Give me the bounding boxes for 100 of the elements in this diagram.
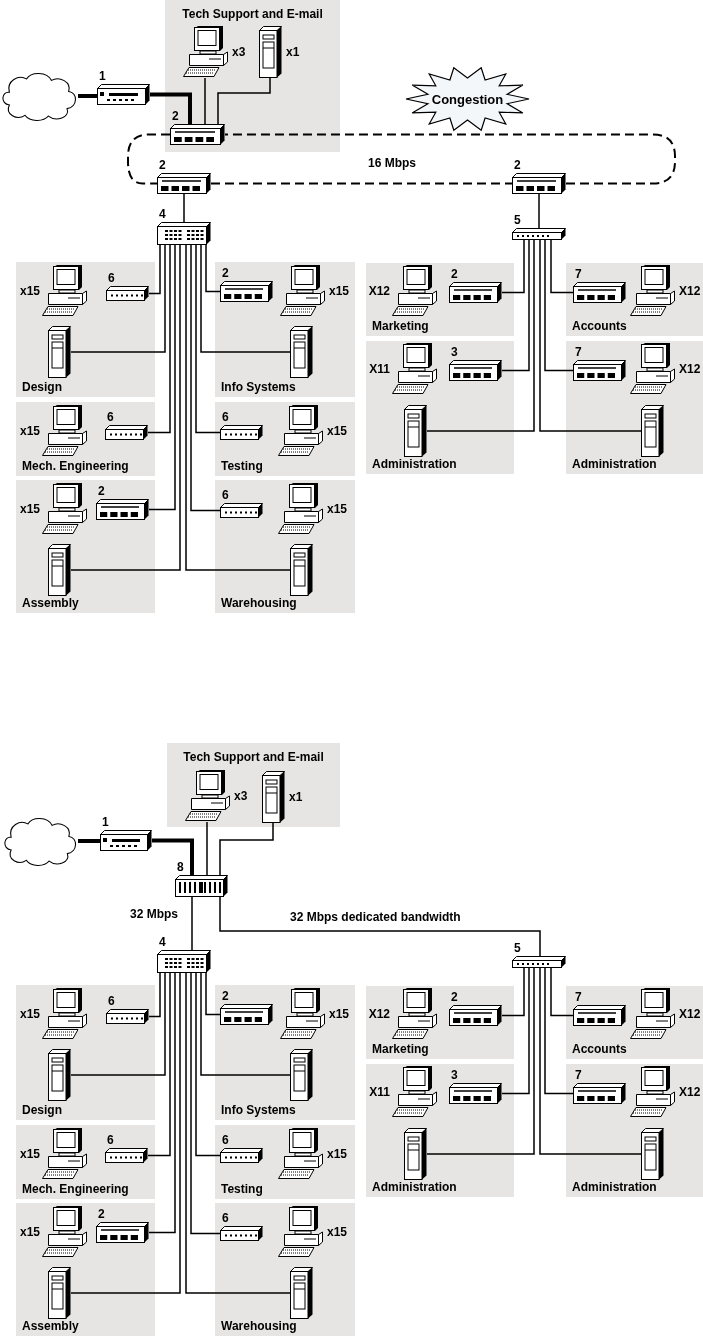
quantity-label: x15 <box>19 1148 40 1160</box>
network-cable <box>219 896 541 957</box>
quantity-label: x15 <box>329 1008 350 1020</box>
ring-segment <box>224 133 676 185</box>
network-cable <box>185 244 291 571</box>
department-panel <box>215 402 355 476</box>
network-cable <box>544 239 574 372</box>
network-cable <box>426 967 535 1155</box>
quantity-label: x1 <box>286 46 300 58</box>
network-cable <box>501 967 525 1017</box>
network-cable <box>195 244 221 434</box>
network-cable <box>150 92 192 124</box>
network-cable <box>191 896 193 951</box>
quantity-label: X12 <box>679 363 701 375</box>
network-cable <box>148 972 161 1018</box>
department-panel <box>165 0 340 152</box>
device-number: 2 <box>451 991 458 1003</box>
panel-title: Tech Support and E-mail <box>182 751 325 763</box>
panel-title: Accounts <box>572 1043 627 1055</box>
network-cable <box>147 972 171 1157</box>
network-cable <box>501 967 530 1095</box>
device-number: 5 <box>514 942 521 954</box>
department-panel <box>16 985 155 1120</box>
panel-title: Accounts <box>572 320 627 332</box>
network-cable <box>152 838 194 875</box>
network-cable <box>501 239 530 372</box>
department-panel <box>215 1125 355 1199</box>
panel-title: Administration <box>572 1181 657 1193</box>
device-number: 4 <box>159 208 166 220</box>
panel-title: Warehousing <box>221 1320 297 1332</box>
panel-title: Info Systems <box>221 381 296 393</box>
quantity-label: X12 <box>679 1086 701 1098</box>
department-panel <box>566 986 703 1059</box>
network-cable <box>185 972 291 1294</box>
panel-title: Design <box>22 381 62 393</box>
department-panel <box>366 341 514 474</box>
department-panel <box>215 1203 355 1336</box>
panel-title: Administration <box>372 1181 457 1193</box>
department-panel <box>566 263 703 336</box>
department-panel <box>16 1203 155 1336</box>
panel-title: Marketing <box>372 1043 429 1055</box>
device-number: 6 <box>107 1134 114 1146</box>
device-number: 6 <box>222 1134 229 1146</box>
device-number: 1 <box>102 816 109 828</box>
device-number: 3 <box>451 346 458 358</box>
quantity-label: x15 <box>19 285 40 297</box>
device-number: 8 <box>177 861 184 873</box>
device-number: 2 <box>222 990 229 1002</box>
device-number: 6 <box>108 995 115 1007</box>
network-cable <box>148 244 161 295</box>
department-panel <box>167 743 340 827</box>
device-number: 2 <box>159 159 166 171</box>
department-panel <box>16 480 155 613</box>
device-number: 2 <box>451 268 458 280</box>
panel-title: Info Systems <box>221 1104 296 1116</box>
device-number: 2 <box>514 159 521 171</box>
network-cable <box>183 193 185 223</box>
network-cable <box>147 244 171 434</box>
quantity-label: x3 <box>232 46 246 58</box>
panel-title: Assembly <box>22 597 79 609</box>
quantity-label: x15 <box>327 1148 348 1160</box>
quantity-label: x15 <box>327 425 348 437</box>
panel-title: Testing <box>221 1183 263 1195</box>
network-cable <box>148 244 176 511</box>
department-panel <box>566 341 703 474</box>
device-number: 4 <box>159 936 166 948</box>
network-cable <box>190 244 221 512</box>
panel-title: Mech. Engineering <box>22 460 129 472</box>
quantity-label: x15 <box>19 1226 40 1238</box>
bandwidth-label: 16 Mbps <box>368 157 416 169</box>
device-number: 6 <box>222 1212 229 1224</box>
quantity-label: x15 <box>19 425 40 437</box>
device-number: 2 <box>172 110 179 122</box>
network-cable <box>550 239 574 294</box>
edge-label: 32 Mbps dedicated bandwidth <box>288 910 463 924</box>
device-number: 7 <box>575 991 582 1003</box>
network-cable <box>501 239 525 294</box>
network-cable <box>539 967 642 1155</box>
device-number: 5 <box>514 214 521 226</box>
department-panel <box>215 480 355 613</box>
network-cable <box>78 839 100 843</box>
device-number: 7 <box>575 346 582 358</box>
ring-segment <box>127 133 171 185</box>
device-number: 3 <box>451 1069 458 1081</box>
department-panel <box>566 1064 703 1197</box>
ring-segment <box>210 182 513 185</box>
panel-title: Administration <box>372 458 457 470</box>
network-cable <box>148 972 176 1234</box>
quantity-label: X11 <box>369 363 390 375</box>
network-cable <box>426 239 535 432</box>
network-cable <box>190 972 221 1235</box>
network-cable <box>195 972 221 1157</box>
device-number: 2 <box>98 485 105 497</box>
quantity-label: x15 <box>329 285 350 297</box>
network-cable <box>205 244 221 293</box>
quantity-label: X12 <box>679 1008 701 1020</box>
department-panel <box>366 986 514 1059</box>
device-number: 7 <box>575 1069 582 1081</box>
quantity-label: X12 <box>368 1008 390 1020</box>
device-number: 6 <box>108 272 115 284</box>
